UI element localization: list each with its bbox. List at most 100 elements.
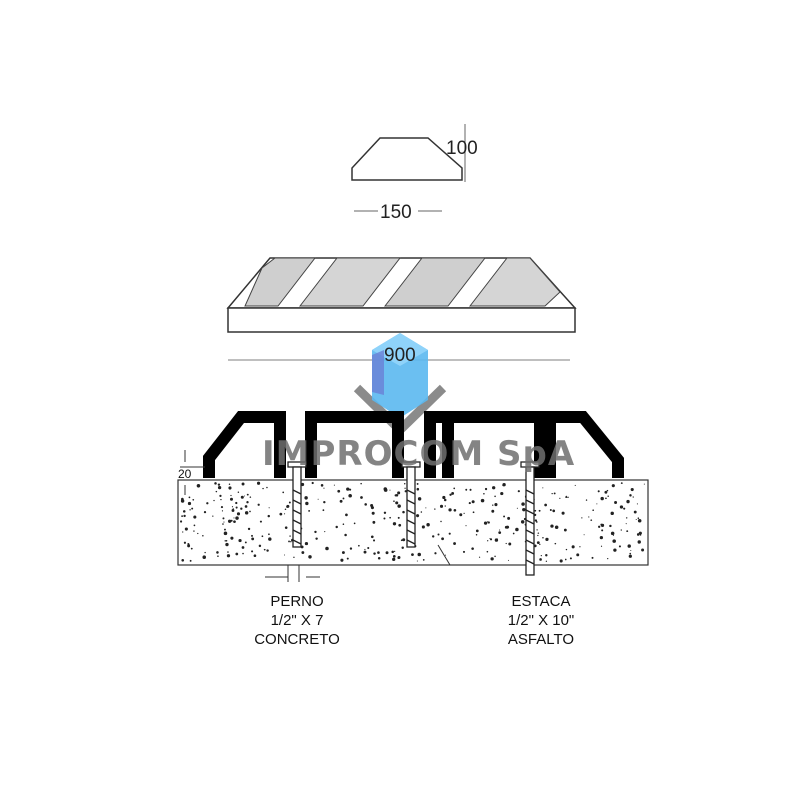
aggregate-dot xyxy=(238,538,242,543)
aggregate-dot xyxy=(542,487,544,489)
aggregate-dot xyxy=(404,487,406,489)
aggregate-dot xyxy=(337,489,341,493)
aggregate-dot xyxy=(251,534,253,537)
aggregate-dot xyxy=(371,511,375,515)
aggregate-dot xyxy=(630,550,632,552)
aggregate-dot xyxy=(308,509,311,512)
aggregate-dot xyxy=(515,527,519,532)
aggregate-dot xyxy=(442,495,446,500)
aggregate-dot xyxy=(588,516,590,518)
aggregate-dot xyxy=(392,554,396,558)
aggregate-dot xyxy=(507,559,509,561)
aggregate-dot xyxy=(629,494,632,497)
aggregate-dot xyxy=(643,483,645,485)
aggregate-dot xyxy=(216,551,219,554)
aggregate-dot xyxy=(363,550,367,554)
aggregate-dot xyxy=(498,531,502,535)
aggregate-dot xyxy=(635,518,637,521)
aggregate-dot xyxy=(445,554,447,556)
aggregate-dot xyxy=(348,493,352,498)
aggregate-dot xyxy=(325,546,329,551)
aggregate-dot xyxy=(333,484,335,486)
stake-icon xyxy=(520,461,540,576)
aggregate-dot xyxy=(394,550,396,553)
aggregate-dot xyxy=(339,499,343,503)
aggregate-dot xyxy=(235,516,239,520)
aggregate-dot xyxy=(344,533,347,537)
aggregate-dot xyxy=(565,496,568,499)
aggregate-dot xyxy=(392,522,397,526)
aggregate-dot xyxy=(230,536,234,540)
aggregate-dot xyxy=(206,502,209,505)
aggregate-dot xyxy=(193,515,197,519)
aggregate-dot xyxy=(416,482,419,485)
aggregate-dot xyxy=(554,542,557,545)
aggregate-dot xyxy=(451,491,455,495)
aggregate-dot xyxy=(187,544,191,548)
aggregate-dot xyxy=(632,496,634,498)
aggregate-dot xyxy=(416,514,420,518)
aggregate-dot xyxy=(579,546,581,548)
aggregate-dot xyxy=(475,529,479,533)
aggregate-dot xyxy=(494,503,498,507)
aggregate-dot xyxy=(284,508,287,510)
aggregate-dot xyxy=(591,556,594,559)
aggregate-dot xyxy=(585,499,588,501)
aggregate-dot xyxy=(202,534,204,537)
aggregate-dot xyxy=(268,507,270,509)
aggregate-dot xyxy=(478,556,481,558)
bump-section xyxy=(203,411,624,478)
aggregate-dot xyxy=(607,558,609,560)
aggregate-dot xyxy=(226,554,231,558)
aggregate-dot xyxy=(535,521,538,523)
aggregate-dot xyxy=(448,508,452,512)
aggregate-dot xyxy=(289,535,291,537)
aggregate-dot xyxy=(349,547,353,550)
aggregate-dot xyxy=(544,503,547,507)
aggregate-dot xyxy=(249,496,252,498)
aggregate-dot xyxy=(395,501,399,505)
aggregate-dot xyxy=(492,486,496,490)
aggregate-dot xyxy=(397,516,400,519)
aggregate-dot xyxy=(227,519,232,523)
aggregate-dot xyxy=(567,496,569,499)
aggregate-dot xyxy=(600,496,604,501)
aggregate-dot xyxy=(574,484,576,487)
aggregate-dot xyxy=(184,527,188,531)
aggregate-dot xyxy=(342,497,345,500)
aggregate-dot xyxy=(315,537,318,540)
aggregate-dot xyxy=(323,500,326,504)
aggregate-dot xyxy=(397,504,401,508)
aggregate-dot xyxy=(453,508,457,512)
aggregate-dot xyxy=(545,537,549,541)
aggregate-dot xyxy=(398,523,402,527)
aggregate-dot xyxy=(611,484,615,488)
aggregate-dot xyxy=(607,495,609,497)
aggregate-dot xyxy=(520,520,525,524)
aggregate-dot xyxy=(219,494,222,498)
aggregate-dot xyxy=(191,507,194,510)
aggregate-dot xyxy=(189,509,191,511)
aggregate-dot xyxy=(449,493,452,496)
aggregate-dot xyxy=(353,522,356,525)
aggregate-dot xyxy=(583,534,585,536)
aggregate-dot xyxy=(189,559,192,562)
aggregate-dot xyxy=(392,557,396,562)
aggregate-dot xyxy=(609,524,612,528)
aggregate-dot xyxy=(537,534,539,537)
aggregate-dot xyxy=(181,515,184,518)
aggregate-dot xyxy=(623,507,626,510)
aggregate-dot xyxy=(502,483,505,487)
aggregate-dot xyxy=(534,509,537,512)
aggregate-dot xyxy=(197,532,199,535)
aggregate-dot xyxy=(373,539,376,542)
aggregate-dot xyxy=(448,532,451,535)
aggregate-dot xyxy=(244,505,248,508)
aggregate-dot xyxy=(257,503,260,506)
aggregate-dot xyxy=(499,529,501,531)
aggregate-dot xyxy=(349,488,352,491)
aggregate-dot xyxy=(469,488,472,491)
aggregate-dot xyxy=(373,552,376,555)
aggregate-dot xyxy=(193,530,195,532)
aggregate-dot xyxy=(383,487,388,491)
